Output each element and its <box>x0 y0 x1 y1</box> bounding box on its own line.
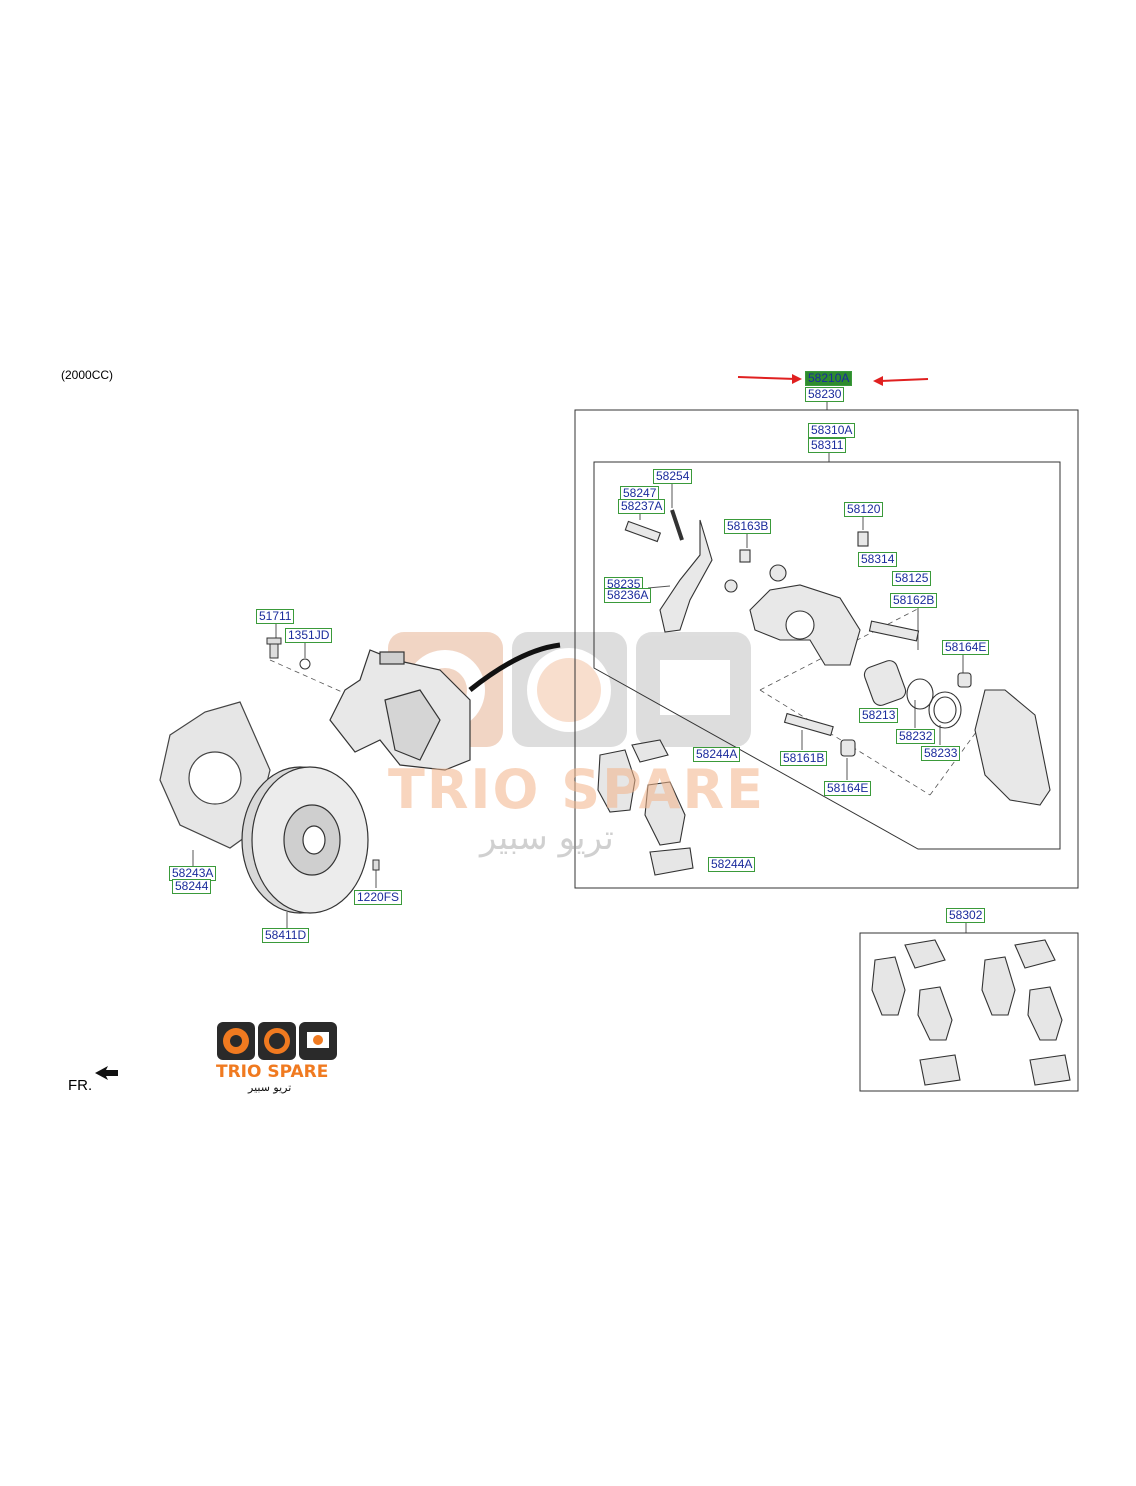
part-label-51711[interactable]: 51711 <box>256 609 295 624</box>
leader-lines <box>192 401 967 933</box>
part-label-58254[interactable]: 58254 <box>653 469 693 484</box>
part-label-58237A[interactable]: 58237A <box>618 499 666 514</box>
part-label-58164E-lower[interactable]: 58164E <box>824 781 872 796</box>
part-label-58210A[interactable]: 58210A <box>805 371 853 386</box>
caliper-assembly-box <box>574 409 1079 889</box>
zoom-pointer <box>468 642 561 692</box>
washer-1351JD <box>299 658 311 670</box>
caliper-exploded <box>624 509 1051 806</box>
part-label-1220FS[interactable]: 1220FS <box>354 890 403 905</box>
part-label-58411D[interactable]: 58411D <box>262 928 310 943</box>
part-label-58314[interactable]: 58314 <box>858 552 898 567</box>
screw-1220FS <box>372 859 380 871</box>
part-label-1351JD[interactable]: 1351JD <box>285 628 333 643</box>
part-label-58232[interactable]: 58232 <box>896 729 936 744</box>
caliper-body-box <box>593 461 1061 850</box>
part-label-58161B[interactable]: 58161B <box>780 751 828 766</box>
pad-kit-box <box>859 932 1079 1092</box>
part-label-58120[interactable]: 58120 <box>844 502 884 517</box>
logo-title: TRIO SPARE <box>216 1062 329 1082</box>
part-label-58236A[interactable]: 58236A <box>604 588 652 603</box>
part-label-58213[interactable]: 58213 <box>859 708 899 723</box>
brake-pads <box>597 739 694 876</box>
brake-disc <box>241 766 369 914</box>
part-label-58244A-upper[interactable]: 58244A <box>693 747 741 762</box>
part-label-58310A[interactable]: 58310A <box>808 423 856 438</box>
logo-arabic: تريو سبير <box>248 1081 292 1094</box>
front-label: FR. <box>68 1077 93 1094</box>
bolt-51711 <box>266 637 282 659</box>
watermark-title: TRIO SPARE <box>388 758 765 821</box>
part-label-58244A-lower[interactable]: 58244A <box>708 857 756 872</box>
part-label-58311[interactable]: 58311 <box>808 438 847 453</box>
part-label-58164E-upper[interactable]: 58164E <box>942 640 990 655</box>
pad-kit-contents <box>871 939 1071 1086</box>
engine-note: (2000CC) <box>61 368 114 382</box>
part-label-58163B[interactable]: 58163B <box>724 519 772 534</box>
dust-shield <box>159 701 271 849</box>
part-label-58125[interactable]: 58125 <box>892 571 932 586</box>
part-label-58233[interactable]: 58233 <box>921 746 961 761</box>
part-label-58230[interactable]: 58230 <box>805 387 845 402</box>
part-label-58162B[interactable]: 58162B <box>890 593 938 608</box>
part-label-58244[interactable]: 58244 <box>172 879 212 894</box>
front-arrow-icon <box>95 1066 118 1080</box>
caliper-assembled <box>329 649 471 771</box>
selection-arrows <box>737 374 929 386</box>
part-label-58302[interactable]: 58302 <box>946 908 986 923</box>
watermark-arabic: تريو سبير <box>480 818 614 858</box>
logo-icons <box>217 1022 337 1060</box>
